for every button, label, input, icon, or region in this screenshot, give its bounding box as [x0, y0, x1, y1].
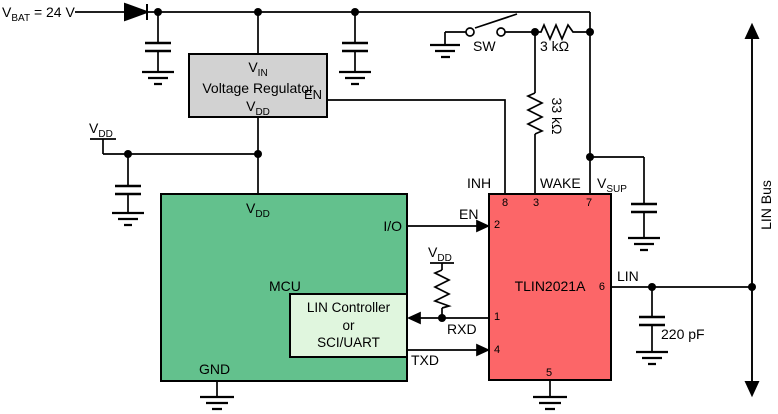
vdd-net-wire	[90, 118, 259, 193]
resistor-3k-label: 3 kΩ	[540, 38, 570, 54]
regulator-vdd-pin-label: VDD	[246, 98, 270, 118]
en-inh-wire	[328, 99, 506, 193]
resistor-33k-label: 33 kΩ	[549, 97, 565, 135]
mcu-vdd-pin-label: VDD	[246, 200, 270, 220]
pin-number-en: 2	[494, 219, 501, 231]
rxd-pullup-resistor	[430, 262, 454, 318]
vbat-label: VBAT = 24 V	[2, 4, 75, 24]
junction-dots	[124, 8, 756, 322]
vbat-rail-wire	[75, 11, 591, 193]
pin-number-wake: 3	[533, 197, 540, 209]
en-signal-label: EN	[459, 206, 479, 222]
pin-number-txd: 4	[494, 344, 501, 356]
wake-pin-label: WAKE	[540, 175, 581, 191]
io-en-wire	[408, 219, 491, 233]
regulator-name: Voltage Regulator	[202, 80, 314, 96]
pin-number-inh: 8	[502, 197, 509, 209]
pin-number-vsup: 7	[586, 197, 593, 209]
mcu-gnd-pin-label: GND	[199, 361, 231, 377]
pin-number-lin: 6	[598, 281, 605, 293]
mcu-name: MCU	[269, 278, 301, 294]
rxd-signal-label: RXD	[447, 321, 477, 337]
pin-number-gnd: 5	[546, 367, 553, 379]
vdd-rail-label: VDD	[89, 120, 113, 140]
pullup-vdd-label: VDD	[428, 244, 452, 264]
txd-wire	[408, 343, 491, 357]
resistor-33k	[525, 32, 545, 193]
mcu-io-pin-label: I/O	[383, 218, 402, 234]
lin-controller-line1: LIN Controller	[306, 300, 391, 316]
txd-signal-label: TXD	[411, 352, 439, 368]
vbat-capacitor-2	[339, 12, 371, 86]
vsup-pin-label: VSUP	[597, 175, 627, 195]
lin-bus-label: LIN Bus	[758, 180, 774, 230]
lin-controller-block: LIN Controller or SCI/UART	[289, 293, 408, 358]
transceiver-block: TLIN2021A 8 3 7 2 1 4 6 5	[488, 193, 612, 381]
diode-icon	[124, 2, 150, 22]
switch-sw	[430, 13, 535, 59]
transceiver-ground	[533, 381, 567, 411]
vbat-capacitor-1	[142, 12, 174, 86]
lin-controller-line3: SCI/UART	[317, 335, 380, 351]
transceiver-name: TLIN2021A	[514, 278, 586, 294]
lin-controller-line2: or	[342, 317, 355, 333]
capacitor-220pf-label: 220 pF	[661, 326, 705, 342]
lin-capacitor-220pf	[636, 287, 668, 366]
regulator-en-pin-label: EN	[303, 87, 322, 102]
regulator-vin-pin-label: VIN	[248, 59, 268, 79]
voltage-regulator-block: VIN Voltage Regulator VDD EN	[188, 53, 328, 118]
lin-pin-label: LIN	[617, 268, 639, 284]
switch-label: SW	[473, 38, 496, 54]
lin-bus-line	[744, 22, 760, 398]
inh-pin-label: INH	[467, 175, 492, 191]
vdd-capacitor	[112, 154, 144, 227]
pin-number-rxd: 1	[494, 311, 501, 323]
rxd-wire	[406, 311, 488, 325]
resistor-3k	[535, 22, 590, 42]
vsup-capacitor	[590, 156, 660, 252]
mcu-ground	[200, 382, 234, 411]
